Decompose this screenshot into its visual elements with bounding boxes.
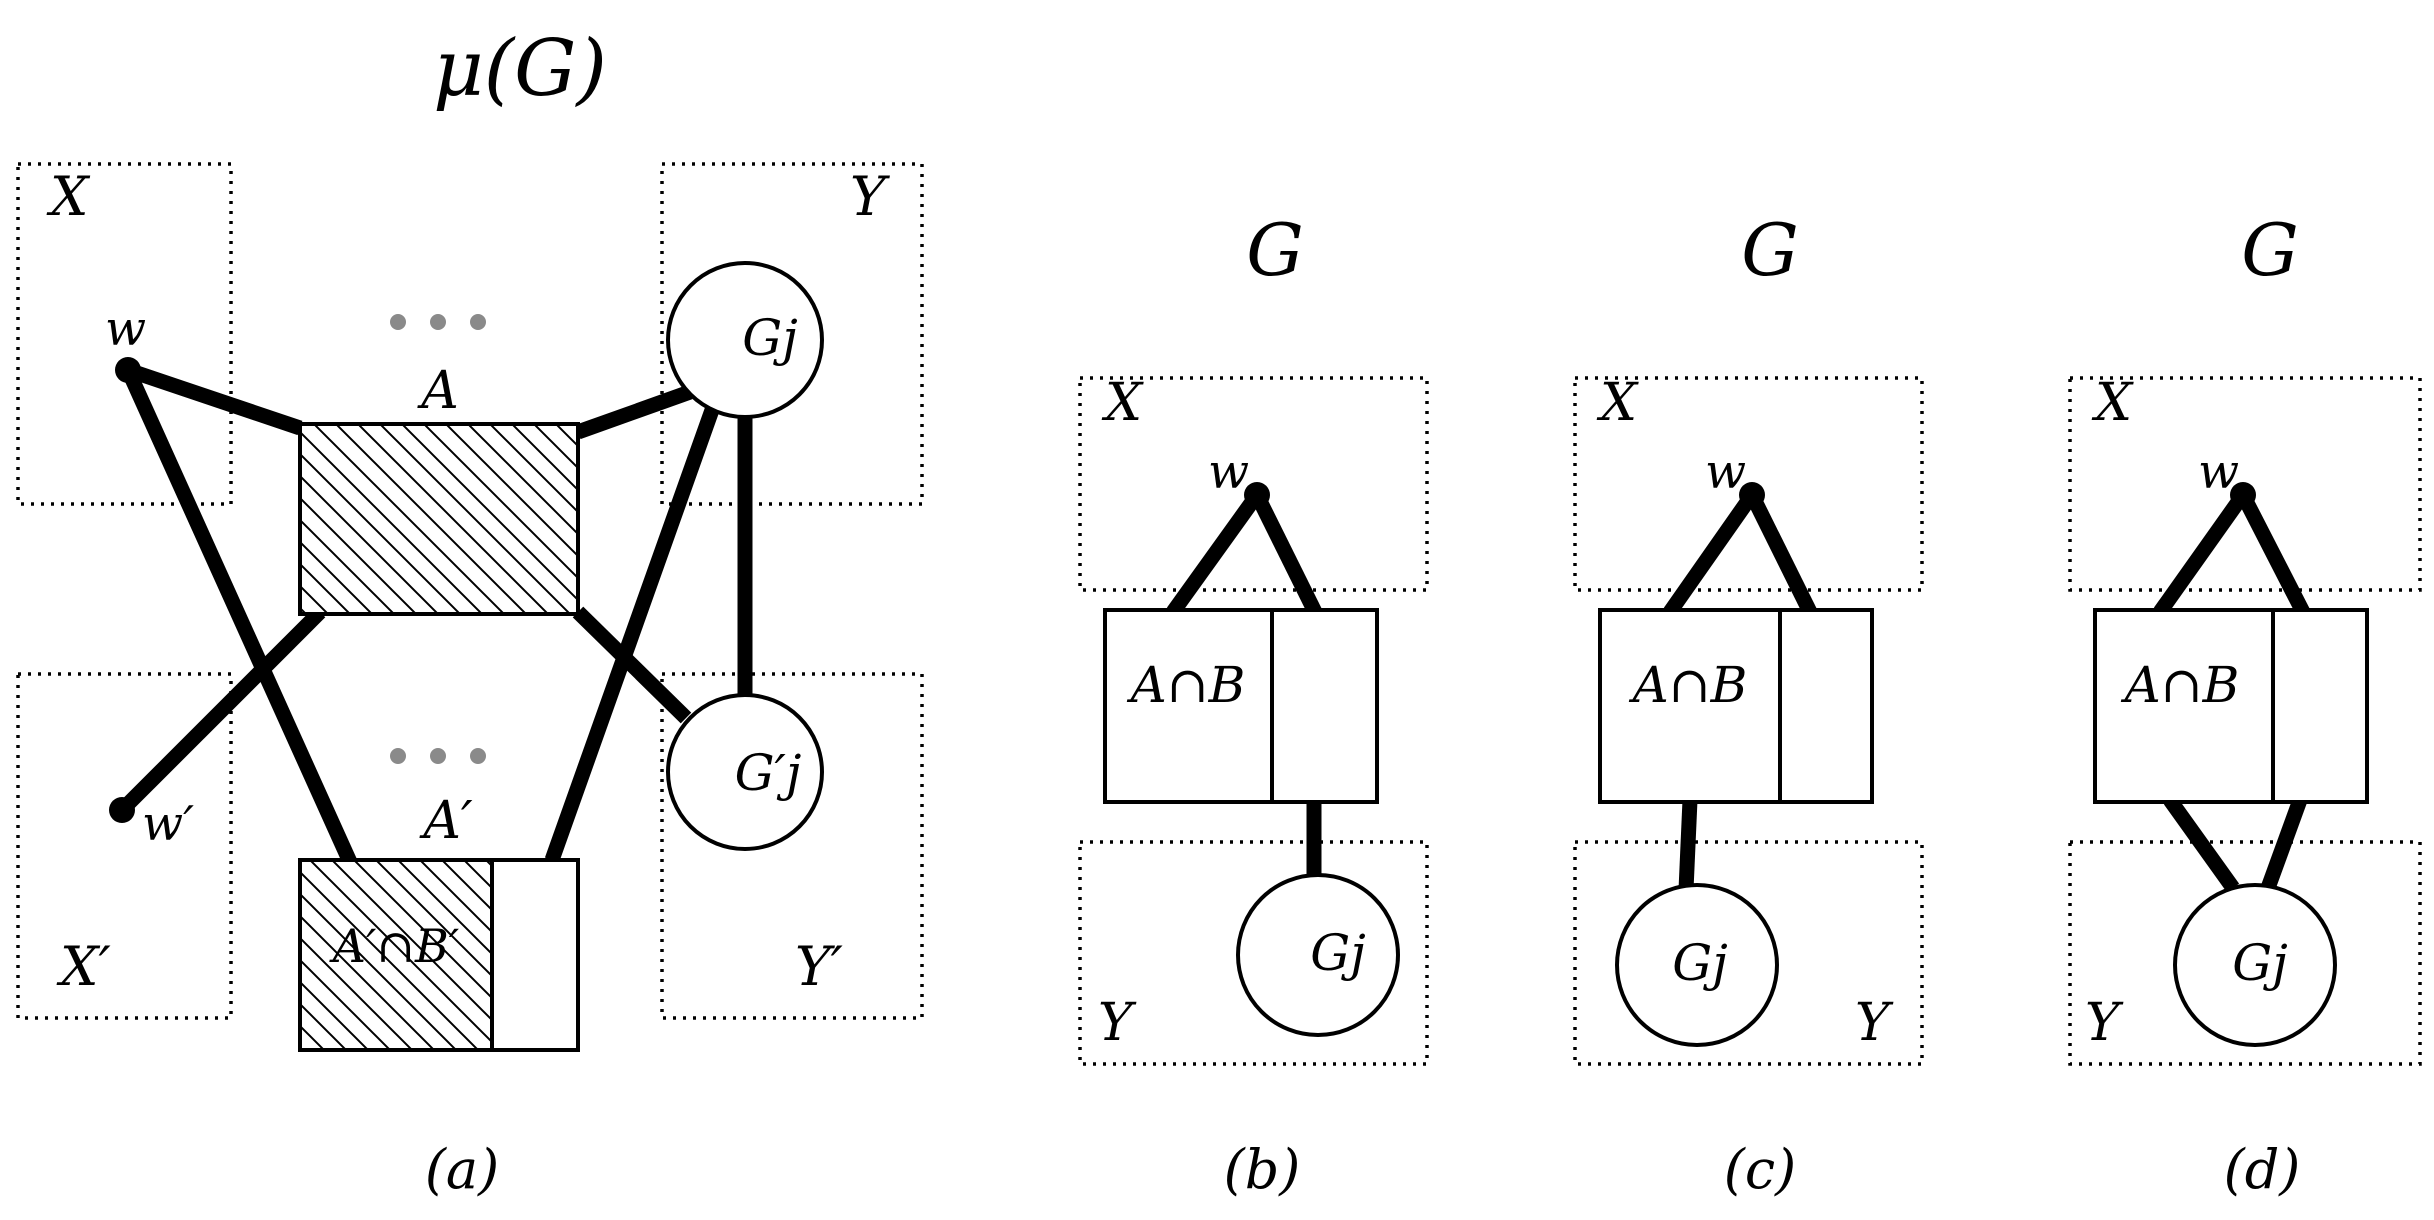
node-w-prime [109,797,135,823]
region-y-prime [660,672,924,1020]
region-x [16,162,233,506]
region-x-label: X [1596,373,1639,433]
edge-a-gj [575,384,693,440]
node-gj [666,261,824,419]
set-label: A∩B [1629,656,1748,714]
node-w [1244,482,1270,508]
region-y-label: Y [850,165,890,228]
node-gj [1615,883,1779,1047]
edge-set-gj-left [2163,795,2240,893]
node-w-prime-label: w′ [142,796,194,852]
node-gj-label: Gj [742,309,797,367]
edge-w-prime-a [116,606,326,816]
region-x-label: X [1101,373,1144,433]
panel-b-caption: (b) [1224,1138,1301,1201]
panel-c: G X Y A∩B Gj w (c) [1573,208,1924,1201]
edge-w-left [1663,490,1759,617]
node-w-label: w [105,301,146,357]
panel-a-title: μ(G) [433,24,607,114]
ellipsis-dots-lower [390,748,486,764]
edge-w-right [1250,491,1322,616]
edge-set-gj-right [2260,797,2308,891]
region-x-label: X [46,165,91,228]
region-x [1573,376,1924,592]
panel-b: G X Y A∩B Gj w (b) [1078,208,1429,1201]
set-outer [1598,608,1874,804]
edge-w-right [2236,491,2310,616]
set-a [298,422,580,616]
node-w [115,357,141,383]
region-y-prime-label: Y′ [795,935,843,998]
panel-a-caption: (a) [425,1138,499,1201]
region-y-label: Y [1098,993,1137,1053]
region-x-prime [16,672,233,1020]
region-x-label: X [2091,373,2134,433]
panel-b-title: G [1246,208,1304,292]
set-outer [2093,608,2369,804]
node-gj [2173,883,2337,1047]
panel-a: μ(G) X Y X′ Y′ A A′∩B′ A′ Gj [16,24,924,1201]
node-w-label: w [1208,444,1249,500]
set-label: A∩B [1127,656,1246,714]
node-gj [1236,873,1400,1037]
region-y [1573,840,1924,1066]
region-y-label: Y [2085,993,2124,1053]
node-gj-label: Gj [2232,934,2287,992]
node-gj-label: Gj [1310,924,1365,982]
node-gj-label: Gj [1672,934,1727,992]
node-w [2230,482,2256,508]
edge-set-gj [1678,799,1698,891]
ellipsis-dots-upper [390,314,486,330]
set-a-label: A [417,361,459,421]
set-ab-prime [298,858,494,1052]
edge-w-left [1166,490,1264,617]
panel-d-title: G [2241,208,2299,292]
edge-w-right [1745,491,1817,616]
set-label: A∩B [2121,656,2240,714]
set-outer [1103,608,1379,804]
node-gj-prime-label: G′j [735,744,802,802]
node-w-label: w [1705,444,1746,500]
edge-gj-ab-prime [544,407,720,863]
region-x [1078,376,1429,592]
region-y [660,162,924,506]
panel-d: G X Y A∩B Gj w (d) [2068,208,2422,1201]
region-y [2068,840,2422,1066]
panel-c-title: G [1741,208,1799,292]
set-a-prime-label: A′ [419,791,473,851]
node-w [1739,482,1765,508]
set-ab-prime-label: A′∩B′ [329,919,460,973]
edge-w-a [125,362,303,436]
node-w-label: w [2198,444,2239,500]
panel-c-caption: (c) [1724,1138,1796,1201]
node-gj-prime [666,693,824,851]
edge-w-ab-prime [121,366,357,866]
edge-w-left [2153,490,2250,617]
region-y-label: Y [1855,993,1894,1053]
region-y [1078,840,1429,1066]
panel-d-caption: (d) [2224,1138,2301,1201]
region-x-prime-label: X′ [56,935,111,998]
edge-a-gj-prime [572,606,692,724]
